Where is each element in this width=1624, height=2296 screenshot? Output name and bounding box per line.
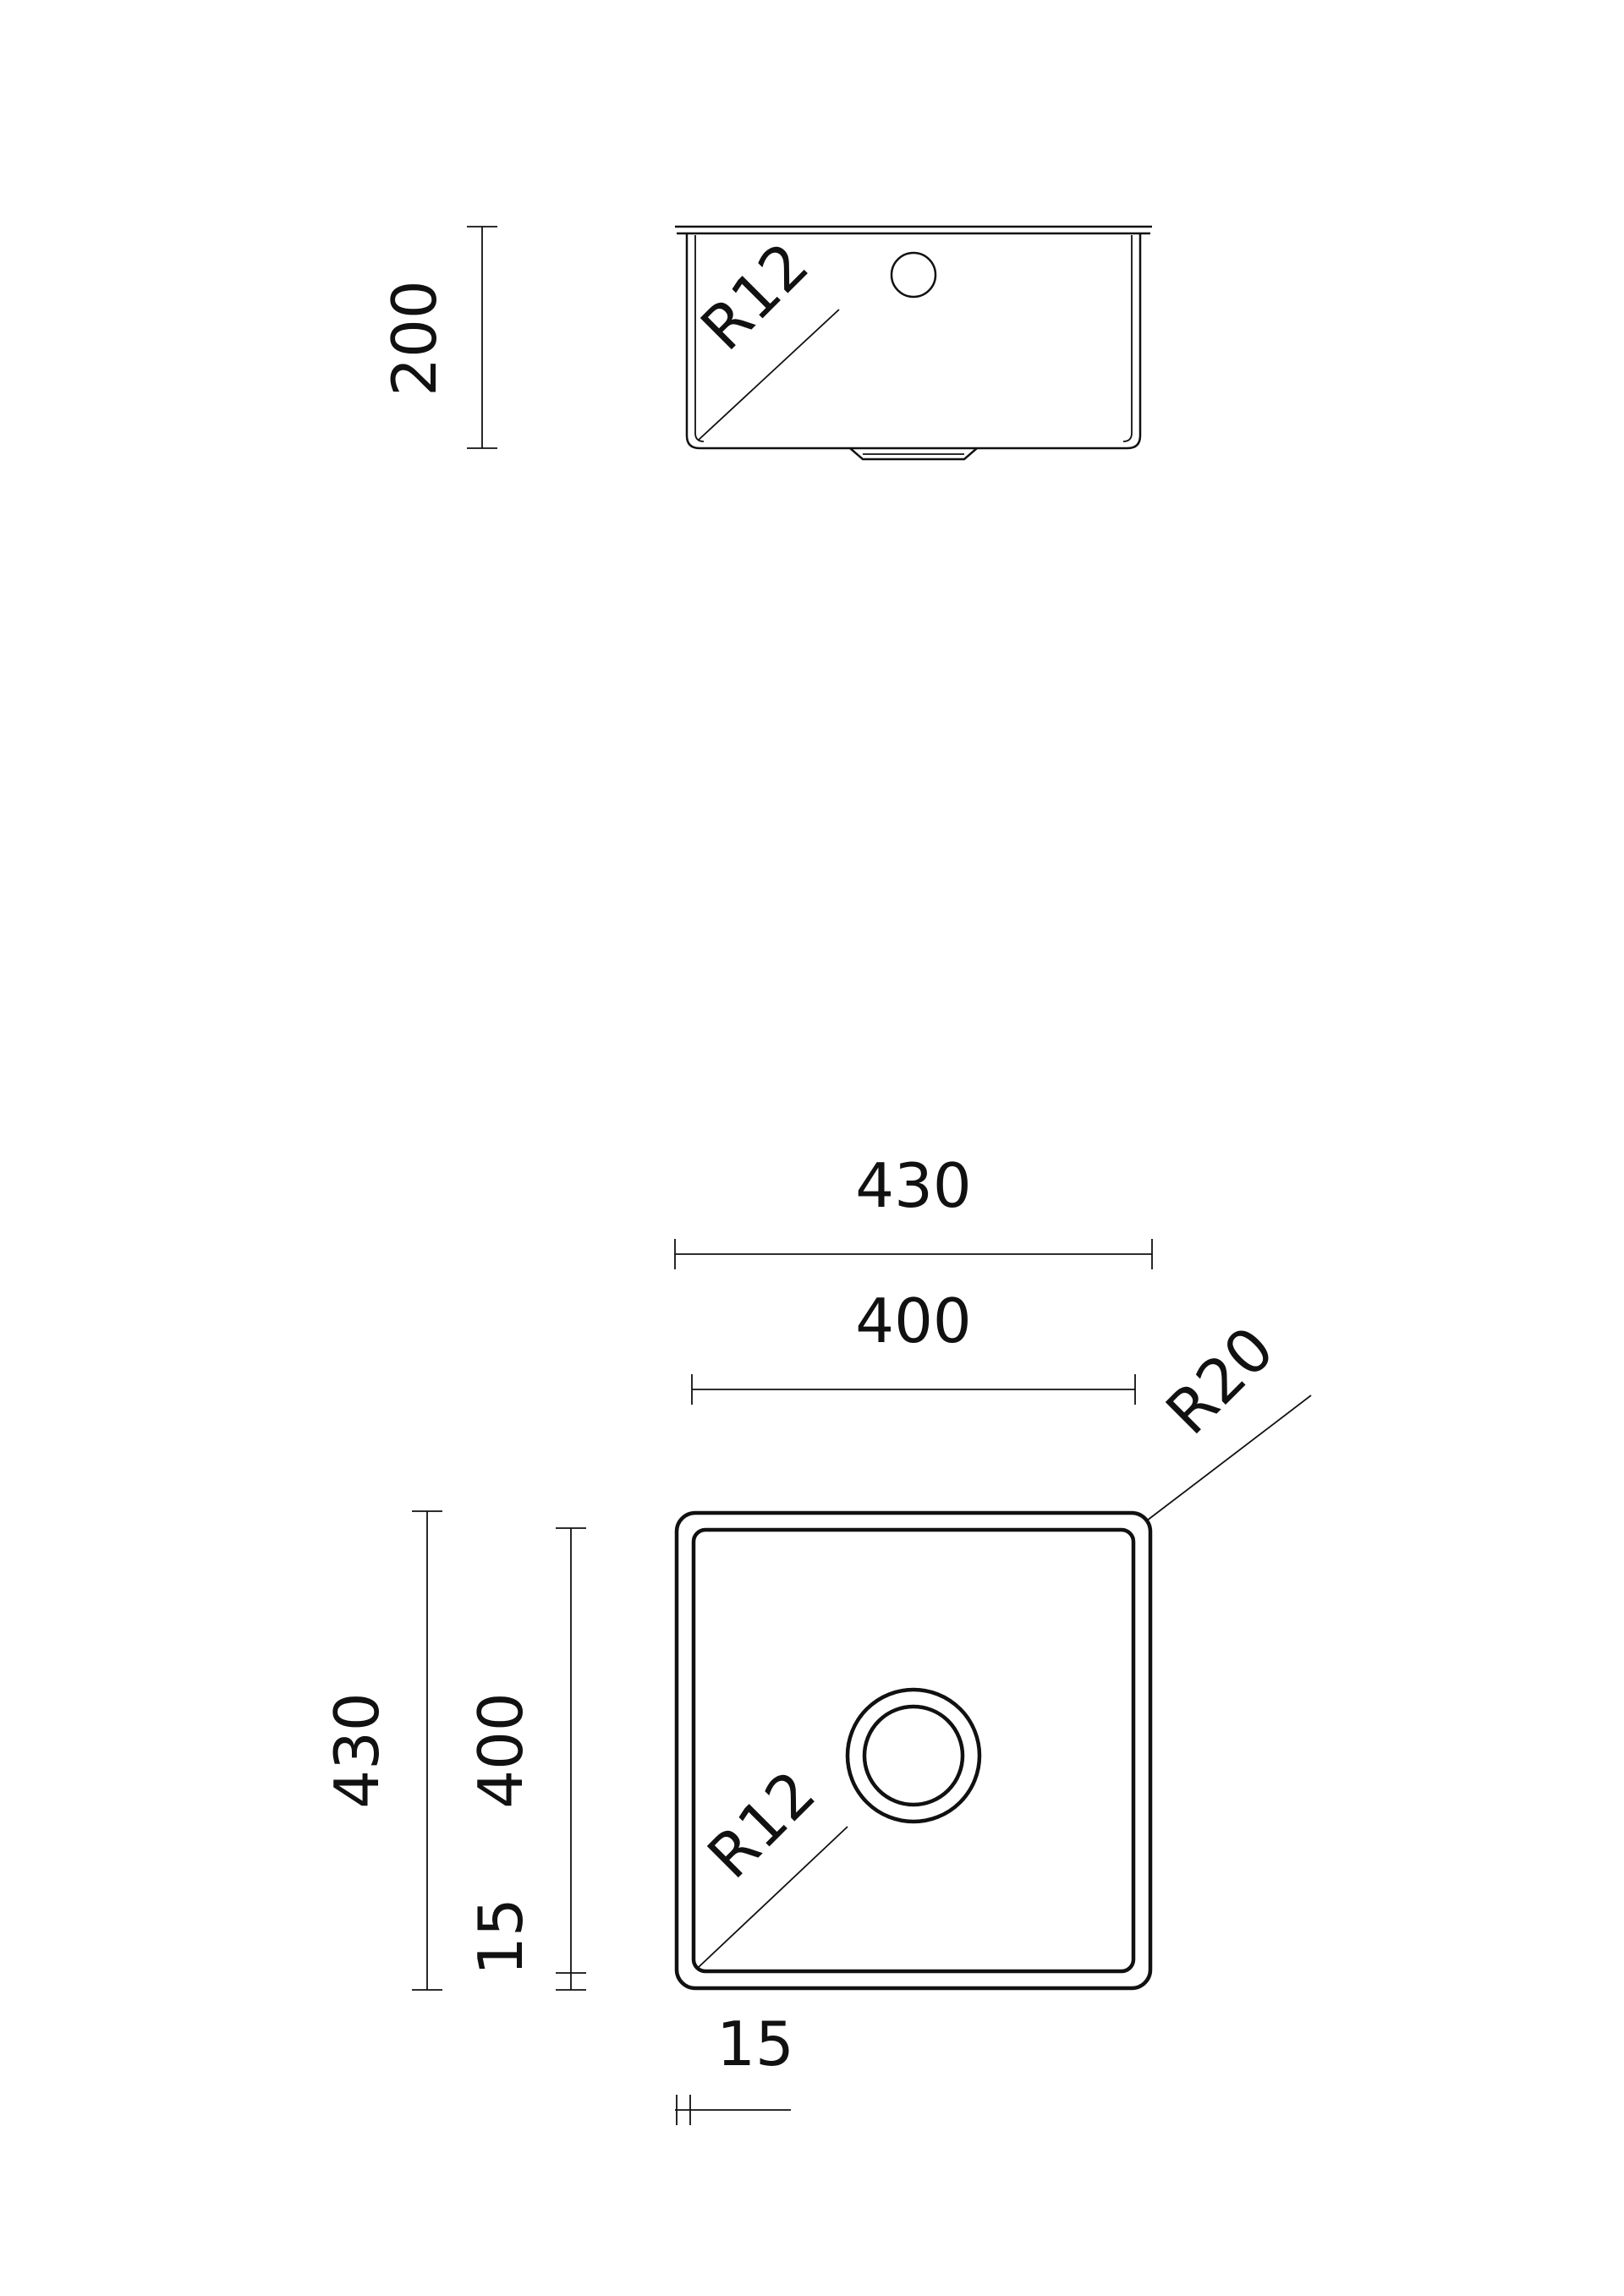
flange-vertical-label: 15 [465,1898,536,1975]
top-sink-outline [674,1510,1153,1991]
flange-horizontal-label: 15 [716,2008,794,2080]
overflow-hole [890,251,937,299]
inner-radius-leader [698,1826,848,1968]
inner-radius-label: R12 [694,1757,830,1893]
drain-inner-ring [862,1704,965,1807]
sink-inner-bowl [691,1527,1136,1974]
side-view: 200 R12 [379,225,1152,461]
corner-radius-label: R20 [1153,1313,1288,1449]
outer-width-label: 430 [855,1150,971,1221]
sink-outer-rim [674,1510,1153,1991]
flange-horizontal-dimension [675,2095,791,2125]
drain-outer-ring [845,1687,982,1824]
side-radius-leader [698,309,840,441]
outer-height-label: 430 [321,1692,392,1808]
top-view: 430 400 R20 430 400 15 [321,1150,1312,2125]
side-height-label: 200 [379,280,450,396]
inner-width-dimension [691,1374,1136,1405]
inner-height-dimension [556,1527,586,1991]
inner-height-label: 400 [465,1692,536,1808]
inner-width-label: 400 [855,1285,971,1356]
corner-radius-leader [1146,1395,1312,1521]
side-height-dimension [467,226,497,449]
outer-width-dimension [674,1239,1153,1269]
side-sink-profile [675,225,1152,461]
outer-height-dimension [412,1510,442,1991]
